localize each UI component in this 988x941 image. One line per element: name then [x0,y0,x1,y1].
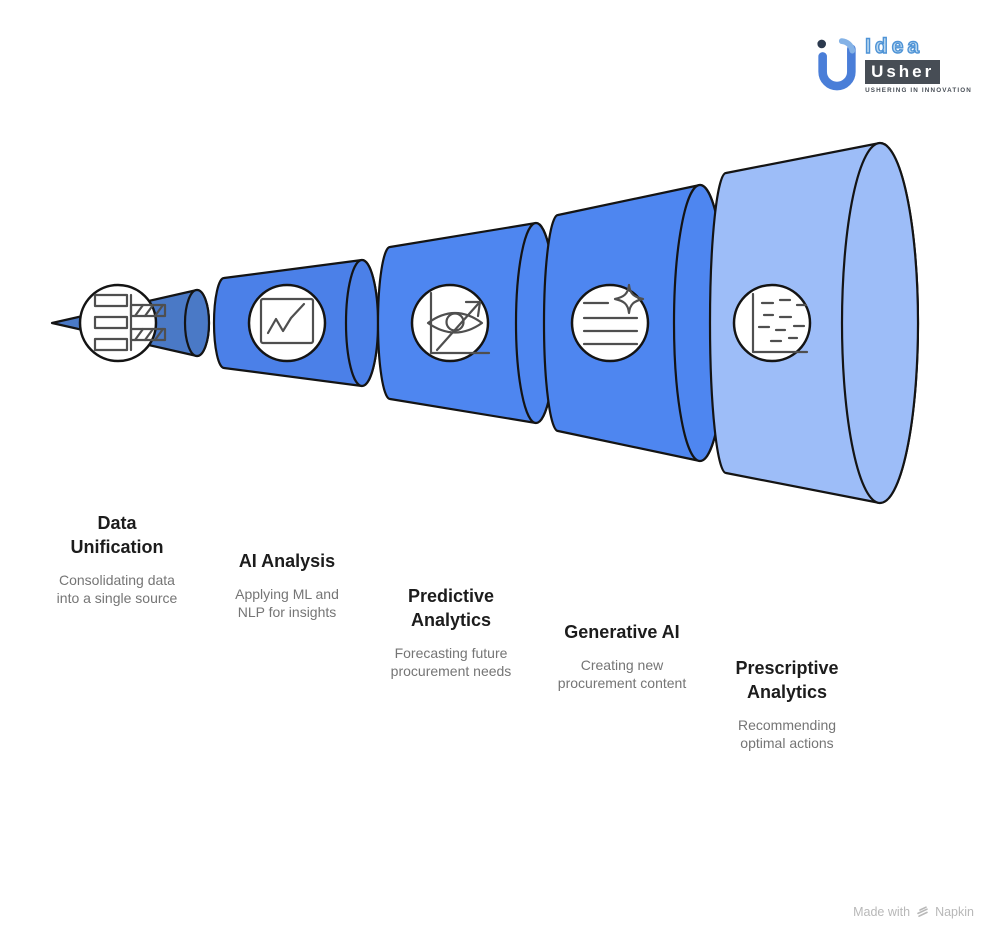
funnel-segment-prescriptive-analytics [708,141,920,505]
napkin-brand-text: Napkin [935,904,974,919]
napkin-icon [917,906,928,917]
trend-chart-icon [259,297,315,345]
eye-forecast-icon [426,291,491,355]
idea-usher-logo-icon [817,38,856,91]
stage-title: Data Unification [70,513,164,557]
logo-tagline: USHERING IN INNOVATION [865,87,972,94]
stage-label-predictive-analytics: Predictive Analytics Forecasting future … [381,585,521,680]
logo-brand-top: Idea [864,35,924,58]
stage-title: Generative AI [564,622,680,642]
data-rows-merge-icon [93,293,167,352]
stage-label-ai-analysis: AI Analysis Applying ML and NLP for insi… [207,550,367,621]
idea-usher-logo: Idea Usher USHERING IN INNOVATION [815,35,972,94]
badge-prescriptive-analytics [732,283,812,363]
made-with-text: Made with [853,904,911,919]
made-with-napkin-watermark: Made with Napkin [853,904,974,919]
badge-predictive-analytics [410,283,490,363]
stage-description: Forecasting future procurement needs [390,644,512,680]
stage-description: Applying ML and NLP for insights [235,585,339,621]
scatter-dashes-icon [751,292,809,354]
stage-label-generative-ai: Generative AI Creating new procurement c… [537,621,707,692]
stage-title: Predictive Analytics [407,586,495,630]
stage-description: Consolidating data into a single source [56,571,178,607]
stage-description: Creating new procurement content [557,656,687,692]
stage-label-prescriptive-analytics: Prescriptive Analytics Recommending opti… [722,657,852,752]
text-sparkle-icon [582,283,645,346]
stage-title: Prescriptive Analytics [735,658,839,702]
stage-label-data-unification: Data Unification Consolidating data into… [47,512,187,607]
stage-description: Recommending optimal actions [737,716,837,752]
logo-brand-bottom: Usher [865,60,941,84]
stage-title: AI Analysis [238,551,336,571]
